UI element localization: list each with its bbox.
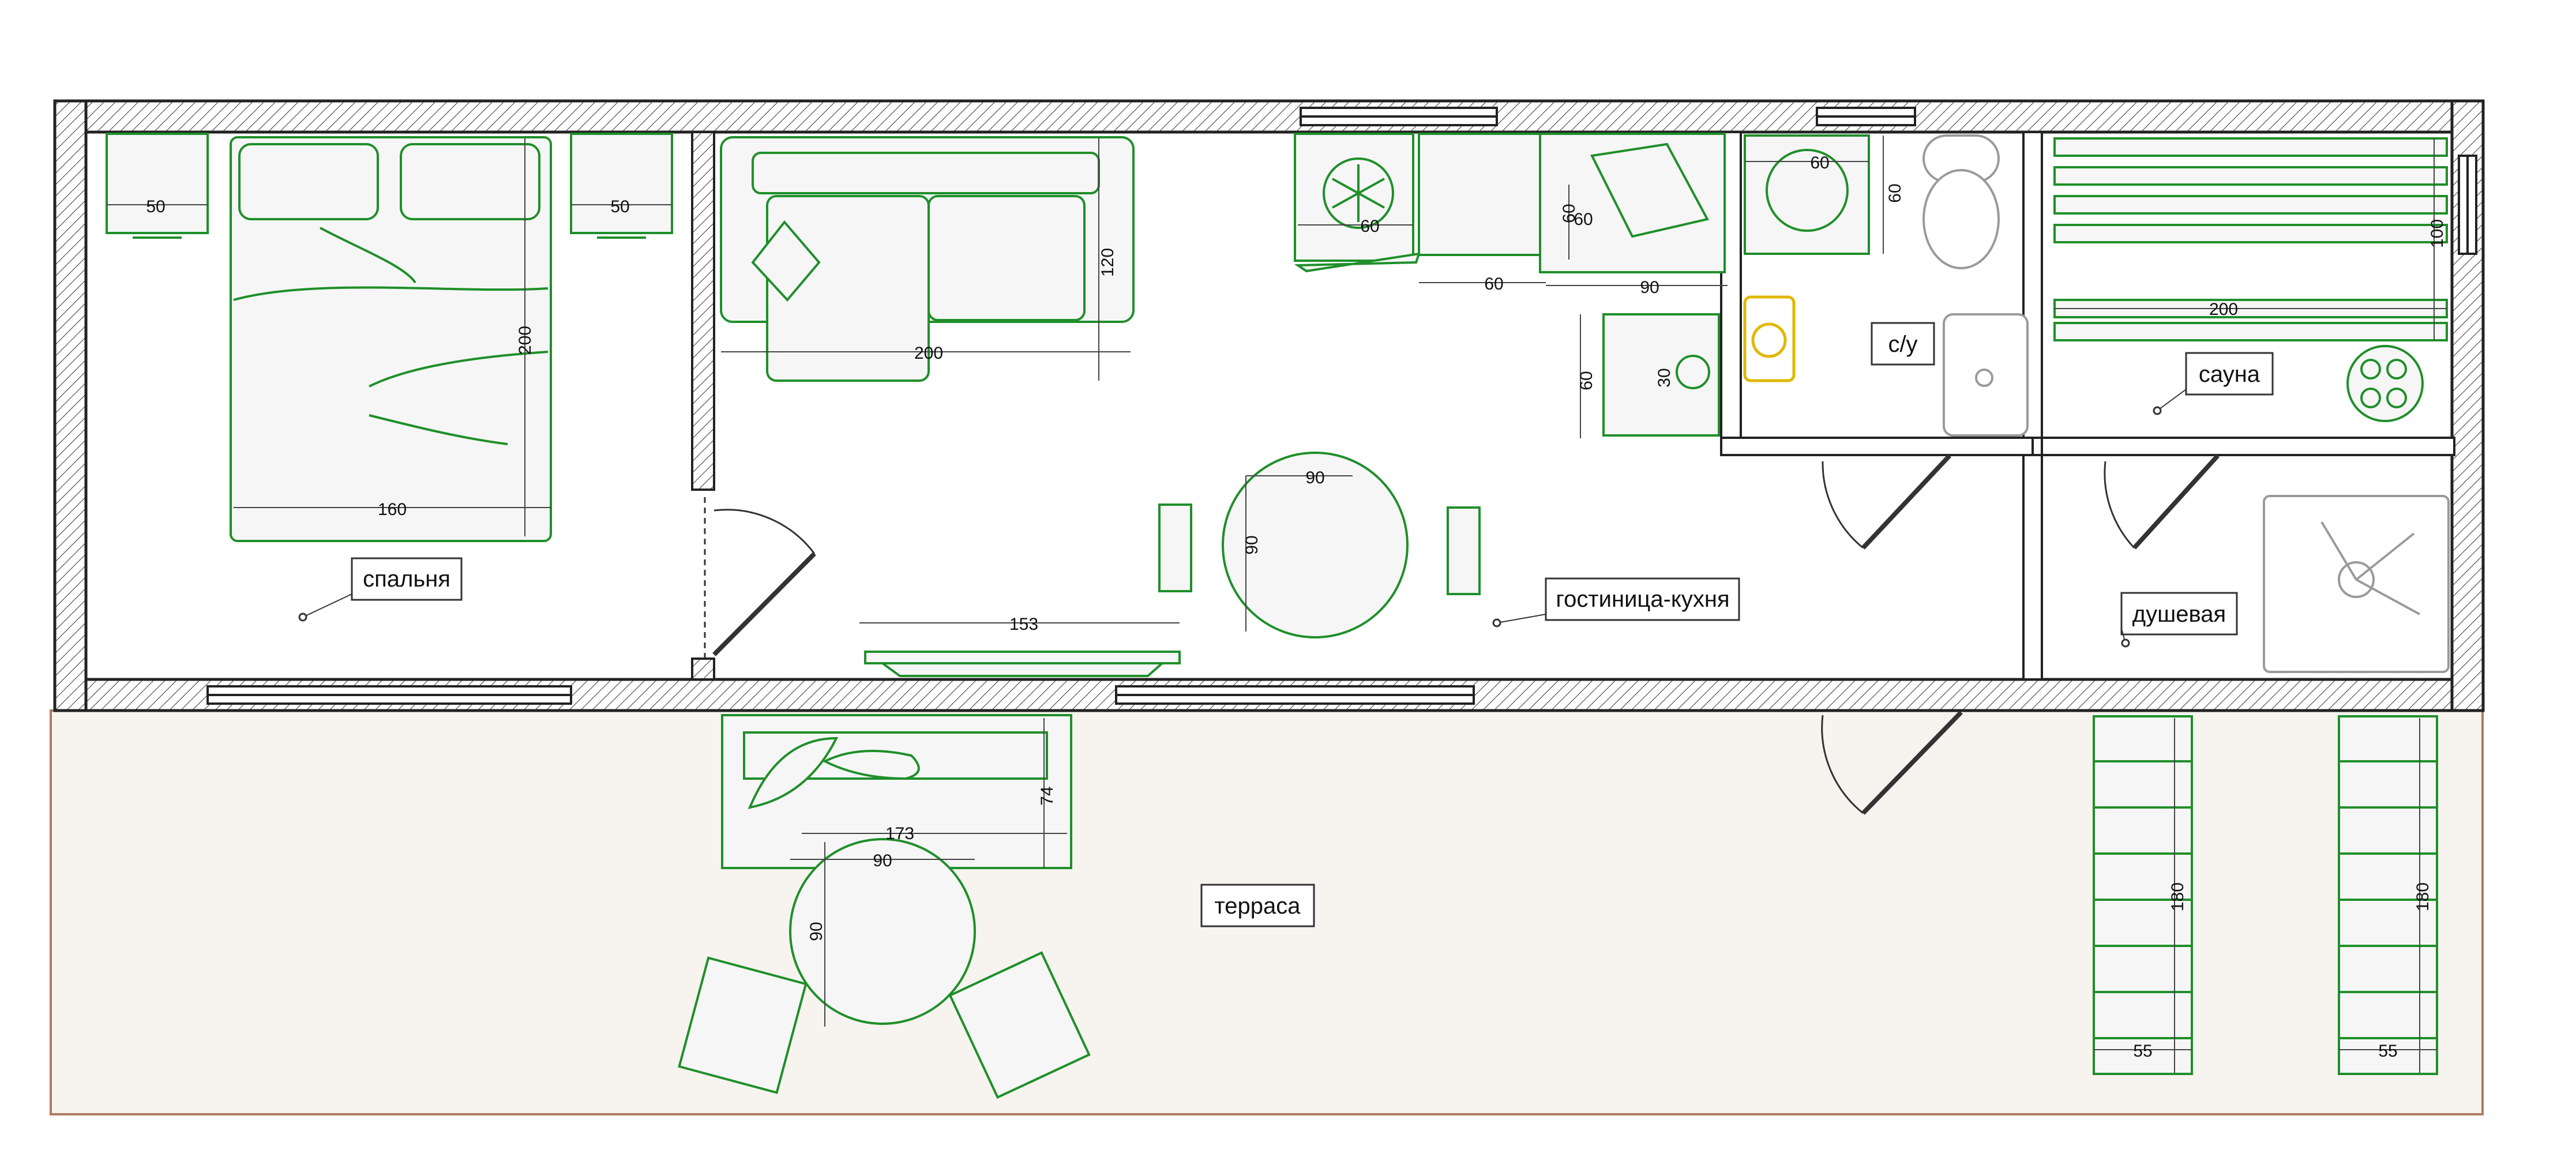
svg-text:душевая: душевая [2132, 602, 2226, 627]
boiler [1743, 295, 1796, 382]
sauna-stove [2346, 345, 2424, 422]
doors [704, 454, 2220, 815]
kitchen-counter [1418, 133, 1726, 437]
label-sauna: сауна [2153, 352, 2274, 415]
dim-counter-60-a: 60 [1484, 275, 1503, 294]
dim-bed-width: 160 [378, 500, 407, 519]
dim-steps-left-len: 180 [2168, 882, 2187, 911]
dim-terrace-sofa-depth: 74 [1038, 786, 1057, 805]
label-living-kitchen: гостиница-кухня [1492, 577, 1740, 628]
label-shower: душевая [2120, 592, 2238, 648]
toilet [1922, 134, 2000, 269]
dim-tv-unit: 153 [1009, 615, 1038, 634]
dim-counter-60-b: 60 [1574, 210, 1593, 229]
sofa [720, 136, 1135, 382]
dim-steps-right-w: 55 [2378, 1042, 2397, 1061]
dim-terrace-table-d: 90 [807, 922, 826, 941]
svg-text:сауна: сауна [2199, 362, 2260, 387]
dim-fridge: 60 [1360, 217, 1379, 236]
kitchen-fridge [1294, 133, 1421, 273]
dim-table-w: 90 [1305, 468, 1324, 487]
bed [230, 136, 552, 542]
dim-sauna-bench-depth: 100 [2428, 219, 2447, 248]
windows [206, 107, 2477, 705]
dim-dishwasher: 30 [1655, 368, 1674, 387]
terrace-table [789, 838, 976, 1025]
dim-counter-90: 90 [1640, 278, 1659, 297]
svg-text:с/у: с/у [1888, 332, 1917, 357]
dim-nightstand-right: 50 [610, 197, 629, 216]
label-bathroom: с/у [1871, 322, 1935, 366]
dim-sofa-width: 200 [914, 344, 943, 363]
label-terrace: терраса [1200, 884, 1315, 927]
dim-bed-length: 200 [516, 326, 535, 355]
dim-sauna-bench: 200 [2209, 300, 2238, 319]
dim-counter-60-vert: 60 [1577, 371, 1596, 390]
dim-terrace-table-w: 90 [873, 851, 892, 870]
room-labels: спальня гостиница-кухня с/у сауна душева… [298, 322, 2274, 927]
label-bedroom: спальня [298, 557, 463, 622]
dim-table-d: 90 [1242, 535, 1261, 554]
svg-text:гостиница-кухня: гостиница-кухня [1556, 587, 1729, 612]
dimension-labels: 50 50 160 200 200 120 60 60 60 90 60 30 … [146, 153, 2447, 1061]
washing-machine [1744, 134, 1870, 255]
nightstand-left [106, 133, 209, 239]
nightstand-right [570, 133, 673, 239]
dim-counter-60-side: 60 [1560, 204, 1579, 223]
dimension-lines [107, 136, 2447, 1073]
terrace-chairs [678, 951, 1091, 1099]
tv-unit [864, 651, 1181, 677]
dim-terrace-sofa: 173 [885, 824, 914, 843]
dim-steps-left-w: 55 [2133, 1042, 2152, 1061]
svg-text:терраса: терраса [1214, 893, 1301, 919]
steps-right [2338, 715, 2438, 1075]
steps-left [2093, 715, 2193, 1075]
svg-text:спальня: спальня [363, 566, 450, 592]
dim-steps-right-len: 180 [2413, 882, 2432, 911]
dim-nightstand-left: 50 [146, 197, 165, 216]
sauna-bench [2053, 137, 2448, 341]
shower-tray [2263, 495, 2450, 673]
sink [1943, 313, 2029, 437]
dim-sofa-depth: 120 [1098, 248, 1117, 277]
dim-washer-w: 60 [1810, 153, 1829, 172]
dim-washer-d: 60 [1886, 183, 1905, 202]
dining-table [1158, 452, 1481, 638]
